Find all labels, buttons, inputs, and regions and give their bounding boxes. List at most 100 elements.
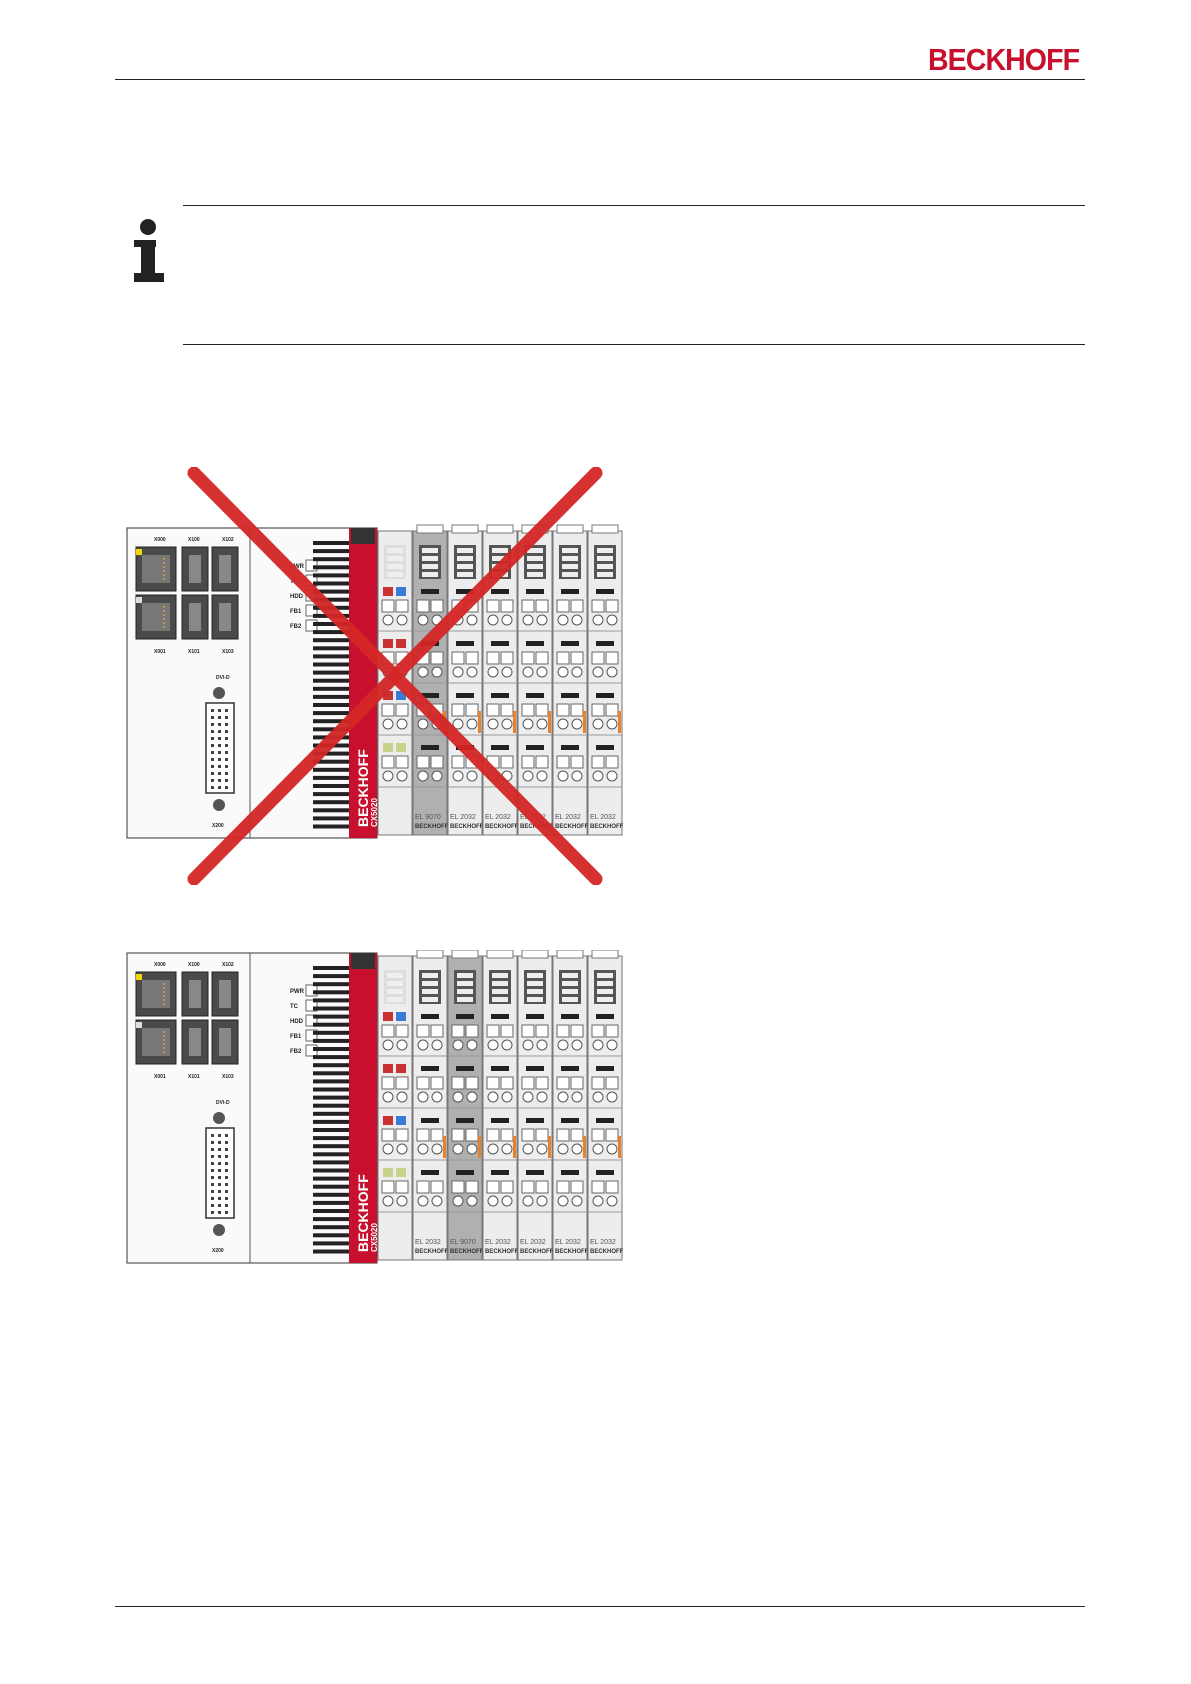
wire-entry: [592, 718, 604, 730]
wire-entry: [536, 1195, 548, 1207]
dvi-pin: [218, 1169, 221, 1172]
spring-opening: [521, 1128, 535, 1142]
contact-slot: [526, 693, 544, 698]
controller-brand: BECKHOFF: [355, 749, 371, 827]
spring-opening: [486, 651, 500, 665]
heat-sink-rib: [313, 630, 349, 635]
pin-dot: [163, 622, 165, 624]
wire-entry: [417, 718, 429, 730]
wire-entry: [571, 770, 583, 782]
pin-dot: [163, 991, 165, 993]
led-block: [419, 970, 441, 1004]
heat-sink-rib: [313, 1030, 349, 1035]
led-window: [527, 973, 543, 978]
port-led: [136, 1022, 142, 1028]
heat-sink-rib: [313, 541, 349, 545]
footer-rule: [115, 1606, 1085, 1607]
spring-opening: [570, 703, 584, 717]
contact-slot: [491, 1170, 509, 1175]
terminal-model: EL 2032: [590, 1239, 616, 1246]
led-label: HDD: [290, 594, 304, 600]
dvi-pin: [211, 758, 214, 761]
heat-sink-rib: [313, 678, 349, 683]
led-window: [422, 548, 438, 553]
wire-entry: [571, 1091, 583, 1103]
dvi-pin: [218, 1141, 221, 1144]
dvi-pin: [211, 737, 214, 740]
spring-opening: [605, 1076, 619, 1090]
terminal-brand: BECKHOFF: [450, 1249, 484, 1255]
dvi-pin: [211, 786, 214, 789]
led-window: [387, 981, 403, 986]
heat-sink-rib: [313, 1103, 349, 1108]
heat-sink-rib: [313, 1055, 349, 1060]
spring-opening: [416, 755, 430, 769]
spring-opening: [605, 703, 619, 717]
terminal-brand: BECKHOFF: [555, 1249, 589, 1255]
led-window: [422, 564, 438, 569]
dvi-pin: [218, 1190, 221, 1193]
pin-dot: [163, 606, 165, 608]
dvi-pin: [211, 1176, 214, 1179]
spring-opening: [556, 703, 570, 717]
contact-slot: [561, 1066, 579, 1071]
wire-entry: [466, 614, 478, 626]
wire-entry: [431, 770, 443, 782]
pin-dot: [163, 1035, 165, 1037]
spring-opening: [500, 1076, 514, 1090]
pin-dot: [163, 570, 165, 572]
wire-entry: [382, 1039, 394, 1051]
led-window: [492, 989, 508, 994]
wire-entry: [522, 770, 534, 782]
wire-entry: [557, 718, 569, 730]
heat-sink-rib: [313, 759, 349, 764]
spring-opening: [570, 651, 584, 665]
contact-slot: [526, 745, 544, 750]
orange-marker: [513, 711, 516, 733]
led-label: HDD: [290, 1019, 304, 1025]
spring-opening: [535, 1128, 549, 1142]
terminal-latch: [556, 949, 584, 959]
spring-opening: [535, 599, 549, 613]
heat-sink-rib: [313, 1079, 349, 1084]
spring-opening: [500, 1024, 514, 1038]
led-label: FB1: [290, 1034, 302, 1040]
wire-entry: [417, 614, 429, 626]
wire-entry: [487, 1039, 499, 1051]
usb-socket: [219, 1028, 231, 1056]
wire-entry: [571, 666, 583, 678]
orange-marker: [583, 711, 586, 733]
contact-slot: [456, 1170, 474, 1175]
status-led: [305, 1029, 318, 1042]
wire-entry: [522, 1143, 534, 1155]
heat-sink-rib: [313, 1128, 349, 1132]
wire-entry: [557, 614, 569, 626]
spring-opening: [556, 1076, 570, 1090]
spring-opening: [556, 1024, 570, 1038]
dvi-pin: [218, 1176, 221, 1179]
spring-opening: [451, 703, 465, 717]
usb-socket: [189, 555, 201, 583]
dvi-pin: [211, 744, 214, 747]
dvi-label: DVI-D: [216, 675, 230, 681]
dvi-pin: [225, 1183, 228, 1186]
contact-slot: [456, 1118, 474, 1123]
dvi-pin: [225, 744, 228, 747]
heat-sink-rib: [313, 1192, 349, 1197]
contact-slot: [596, 1118, 614, 1123]
wire-entry: [592, 1039, 604, 1051]
dvi-pin: [211, 1211, 214, 1214]
terminal-model: EL 2032: [555, 1239, 581, 1246]
dvi-pin: [225, 779, 228, 782]
usb-socket: [189, 1028, 201, 1056]
heat-sink-rib: [313, 1233, 349, 1238]
header-rule: [115, 79, 1085, 80]
terminal-model: EL 2032: [485, 814, 511, 821]
spring-opening: [465, 1024, 479, 1038]
spring-opening: [521, 755, 535, 769]
wire-entry: [571, 1039, 583, 1051]
led-window: [597, 973, 613, 978]
spring-opening: [465, 703, 479, 717]
beckhoff-logo: BECKHOFF: [928, 42, 1080, 77]
wire-entry: [382, 718, 394, 730]
